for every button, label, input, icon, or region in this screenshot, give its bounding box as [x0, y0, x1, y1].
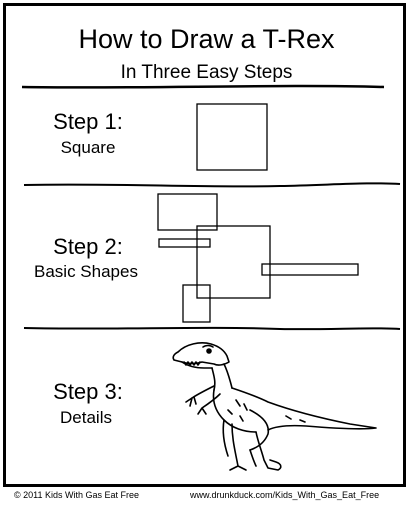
step3-label: Details	[60, 408, 112, 427]
step2-label: Basic Shapes	[34, 262, 138, 281]
page-frame	[3, 3, 406, 487]
page-subtitle: In Three Easy Steps	[120, 62, 293, 83]
step-divider	[23, 326, 401, 331]
step1-heading: Step 1:	[53, 109, 123, 134]
step1-label: Square	[60, 138, 116, 157]
step-divider	[23, 182, 401, 188]
body-square	[196, 225, 271, 299]
t-rex-drawing-icon	[172, 342, 377, 471]
footer-copyright: © 2011 Kids With Gas Eat Free	[14, 490, 140, 500]
step2-heading: Step 2:	[53, 234, 123, 259]
title-divider	[21, 84, 385, 89]
page-title: How to Draw a T-Rex	[78, 24, 335, 54]
leg-rectangle	[182, 284, 211, 323]
step1-square	[196, 103, 268, 171]
footer-url: www.drunkduck.com/Kids_With_Gas_Eat_Free	[190, 490, 380, 500]
step2-basic-shapes	[157, 193, 359, 323]
arm-rectangle	[158, 238, 211, 248]
tail-rectangle	[261, 263, 359, 276]
head-rectangle	[157, 193, 218, 231]
step3-heading: Step 3:	[53, 379, 123, 404]
